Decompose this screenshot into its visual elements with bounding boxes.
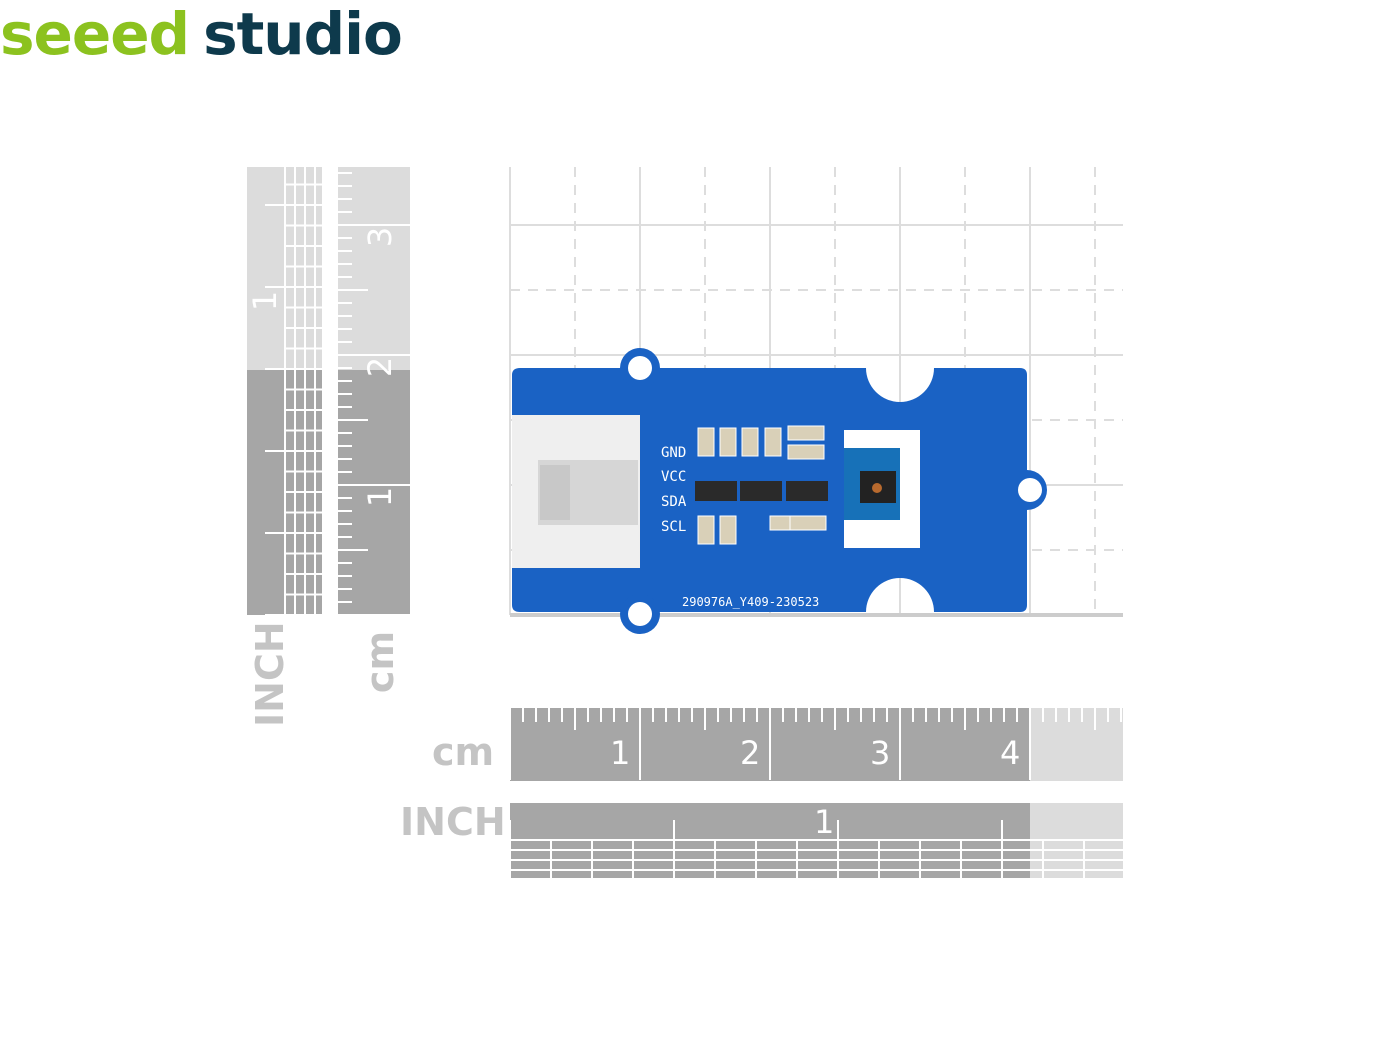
logo-studio: studio [203,0,403,68]
pin-label-gnd: GND [661,445,687,461]
ruler-number: 1 [814,803,835,841]
ruler-number: 1 [610,734,631,772]
ruler-number: 3 [361,226,400,248]
pin-label-sda: SDA [661,494,687,510]
mount-hole [628,356,652,380]
pin-label-vcc: VCC [661,469,687,485]
mount-hole [1018,478,1042,502]
ruler-number: 1 [246,290,285,312]
ruler-number: 1 [361,486,400,508]
ruler-number: 4 [1000,734,1021,772]
vertical-cm-label: cm [358,630,402,694]
pcb-board [512,348,1047,634]
horizontal-inch-label: INCH [400,800,506,844]
ruler-number: 3 [870,734,891,772]
vertical-inch-label: INCH [248,621,292,727]
part-number: 290976A_Y409-230523 [682,595,820,609]
ruler-number: 2 [361,356,400,378]
mount-hole [628,602,652,626]
ruler-number: 2 [740,734,761,772]
pin-label-scl: SCL [661,519,687,535]
horizontal-cm-label: cm [432,730,495,774]
logo-seeed: seeed [0,0,190,68]
horizontal-rulers [510,708,1123,878]
